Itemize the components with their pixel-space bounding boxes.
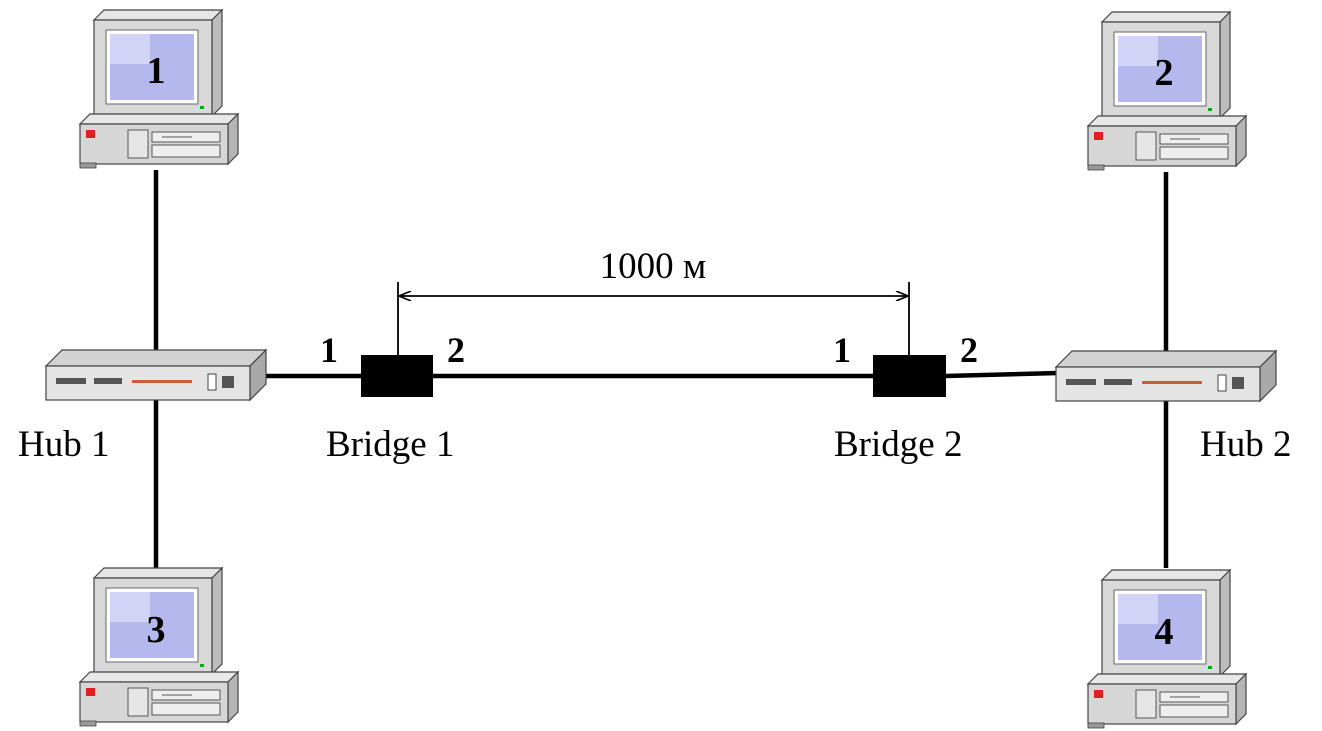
bridge-1-port-left: 1	[320, 330, 338, 370]
bridge-1-label: Bridge 1	[326, 424, 454, 465]
hub-2-label: Hub 2	[1200, 424, 1291, 465]
distance-dimension	[397, 282, 910, 356]
cable-bridge2-hub2	[944, 370, 1059, 379]
computer-1: 1	[79, 9, 239, 169]
bridge-2-port-left: 1	[833, 330, 851, 370]
computer-1-number: 1	[147, 50, 166, 92]
computer-4-number: 4	[1155, 611, 1174, 653]
bridge-2-label: Bridge 2	[834, 424, 962, 465]
distance-label: 1000 м	[600, 246, 707, 287]
computer-2-number: 2	[1155, 52, 1174, 94]
hub-1-icon	[45, 349, 267, 401]
computer-2: 2	[1087, 11, 1247, 171]
hub-1-label: Hub 1	[18, 424, 109, 465]
cables	[153, 170, 1169, 568]
computer-3: 3	[79, 567, 239, 727]
bridge-1-port-right: 2	[447, 330, 465, 370]
computer-4: 4	[1087, 569, 1247, 729]
hub-2-icon	[1055, 350, 1277, 402]
bridge-1	[361, 355, 433, 397]
computer-3-number: 3	[147, 609, 166, 651]
bridge-2	[873, 355, 946, 397]
bridge-2-port-right: 2	[960, 330, 978, 370]
